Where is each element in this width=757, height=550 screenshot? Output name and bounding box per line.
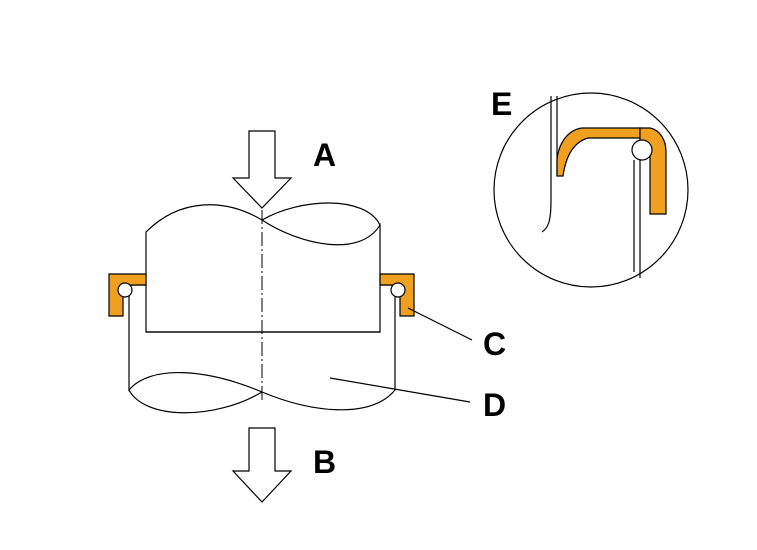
label-c: C — [483, 326, 506, 362]
label-a: A — [313, 137, 336, 173]
detail-circle-e — [493, 92, 689, 288]
arrow-b — [231, 427, 293, 503]
seal-right — [379, 273, 415, 317]
leader-c — [407, 307, 473, 341]
leader-d — [329, 377, 471, 403]
label-d: D — [483, 387, 506, 423]
label-e: E — [491, 86, 512, 122]
label-b: B — [313, 444, 336, 480]
seal-left — [108, 273, 147, 317]
arrow-a — [231, 130, 293, 209]
upper-pipe — [145, 202, 381, 333]
